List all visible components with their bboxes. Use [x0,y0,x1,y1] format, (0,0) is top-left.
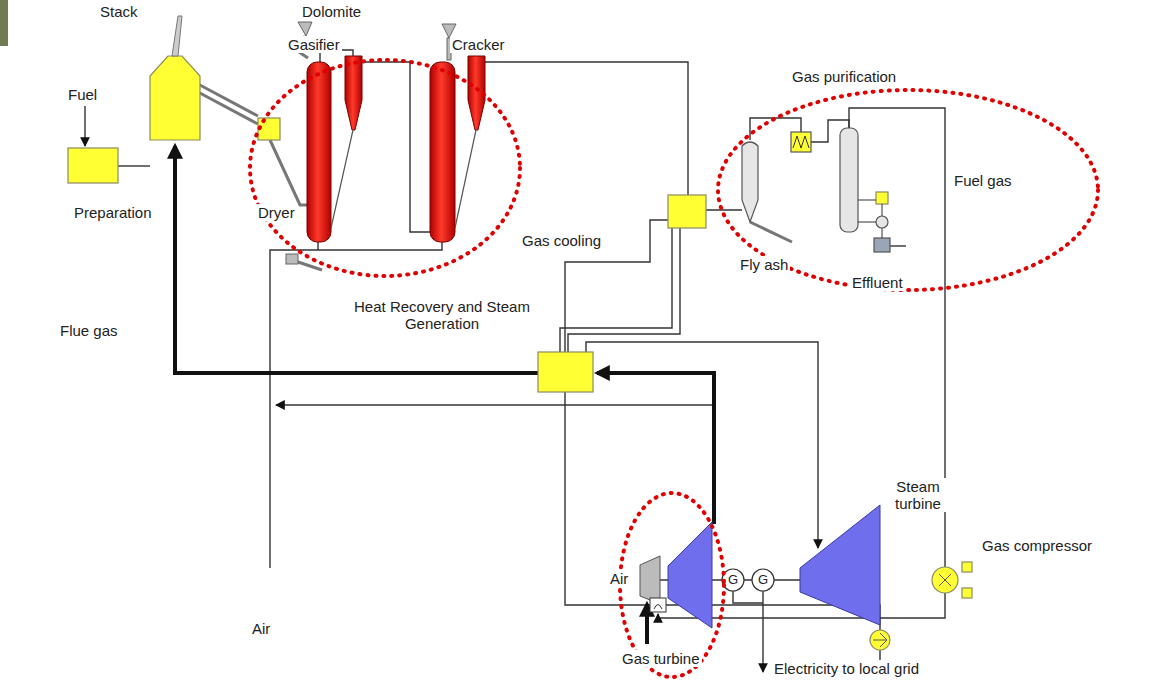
heat-recovery-box [538,352,593,392]
flame-mark [654,605,662,610]
fuel-arrow [84,106,85,146]
component-label: Dolomite [300,3,363,20]
effluent-pipe [888,245,906,246]
purification-part [874,238,890,252]
fly-ash-screw [750,222,792,242]
gas-cooling-box [668,195,706,228]
purification-equipment [742,128,890,252]
gasifier-cyclone [345,56,362,130]
component-label: Gas cooling [520,232,603,249]
component-label: Cracker [450,36,507,53]
component-label: Stack [98,3,140,20]
electric-line [762,591,763,672]
highlight-ellipse [620,493,724,677]
air-pipe [270,240,442,568]
conveyor [198,84,258,116]
compressor-mark [939,574,951,586]
component-label: Fuel [66,86,99,103]
air-compressor [640,556,660,604]
gas-turbine [668,522,712,628]
component-label: Air [608,570,630,587]
component-label: Gasifier [286,36,342,53]
conveyor [198,92,258,124]
compressor-part [962,588,972,598]
feed-screw [270,140,307,205]
combustor [650,598,666,612]
washing-column [840,128,858,232]
component-label: Flue gas [58,322,120,339]
component-label: Effluent [850,274,905,291]
chimney [172,16,182,56]
gas-pipe [362,62,430,232]
purification-part [876,192,888,204]
cracker-vessel [430,62,455,242]
component-label: Electricity to local grid [772,660,921,677]
gas-pipe [706,209,742,210]
heat-exchanger [791,132,811,152]
component-label: Air [250,620,272,637]
component-label: Preparation [72,204,154,221]
component-label: Dryer [256,204,297,221]
conveyors [198,36,792,270]
gas-compressor-symbol [932,567,958,593]
pump-symbol [870,630,890,650]
preparation-box [68,148,118,183]
ash-outlet [286,254,298,264]
photo-fragment [0,0,8,46]
gas-pipe [485,62,688,195]
pipework [85,50,945,672]
purification-part [876,216,888,228]
component-label: Steam turbine [884,478,952,512]
purification-pipes [858,200,882,238]
component-label: Gas compressor [980,537,1094,554]
highlight-ellipse [718,90,1098,290]
component-label: Fly ash [738,256,790,273]
highlight-ellipses [250,60,1098,677]
generator-circle [752,569,774,591]
stack-body [150,56,200,140]
scrubber [742,142,758,222]
component-label: Heat Recovery and Steam Generation [352,298,532,332]
gasifier-vessel [307,62,331,242]
exhaust-line [597,373,714,524]
generator-letter: G [754,572,772,588]
component-label: Gas turbine [620,650,702,667]
fuel-conveyor [118,165,150,166]
steam-turbine [800,505,880,625]
steam-pipe [586,342,818,548]
reactors [307,56,485,242]
hot-air-pipe [276,404,715,405]
compressor-part [962,562,972,572]
cyclone-return [331,130,476,228]
condensate-pipe [565,220,880,630]
component-label: Gas purification [790,68,898,85]
component-label: Fuel gas [952,172,1014,189]
air-inlet-arrow [645,604,649,644]
heat-exchanger-coil [793,136,809,148]
flue-gas-line [175,146,538,373]
electric-line [733,591,763,603]
dolomite-hopper [298,22,312,36]
generator-letter: G [724,572,742,588]
highlight-ellipse [250,60,520,276]
yellow-equipment [68,56,972,650]
pump-mark [873,633,887,647]
hoppers [286,22,456,264]
